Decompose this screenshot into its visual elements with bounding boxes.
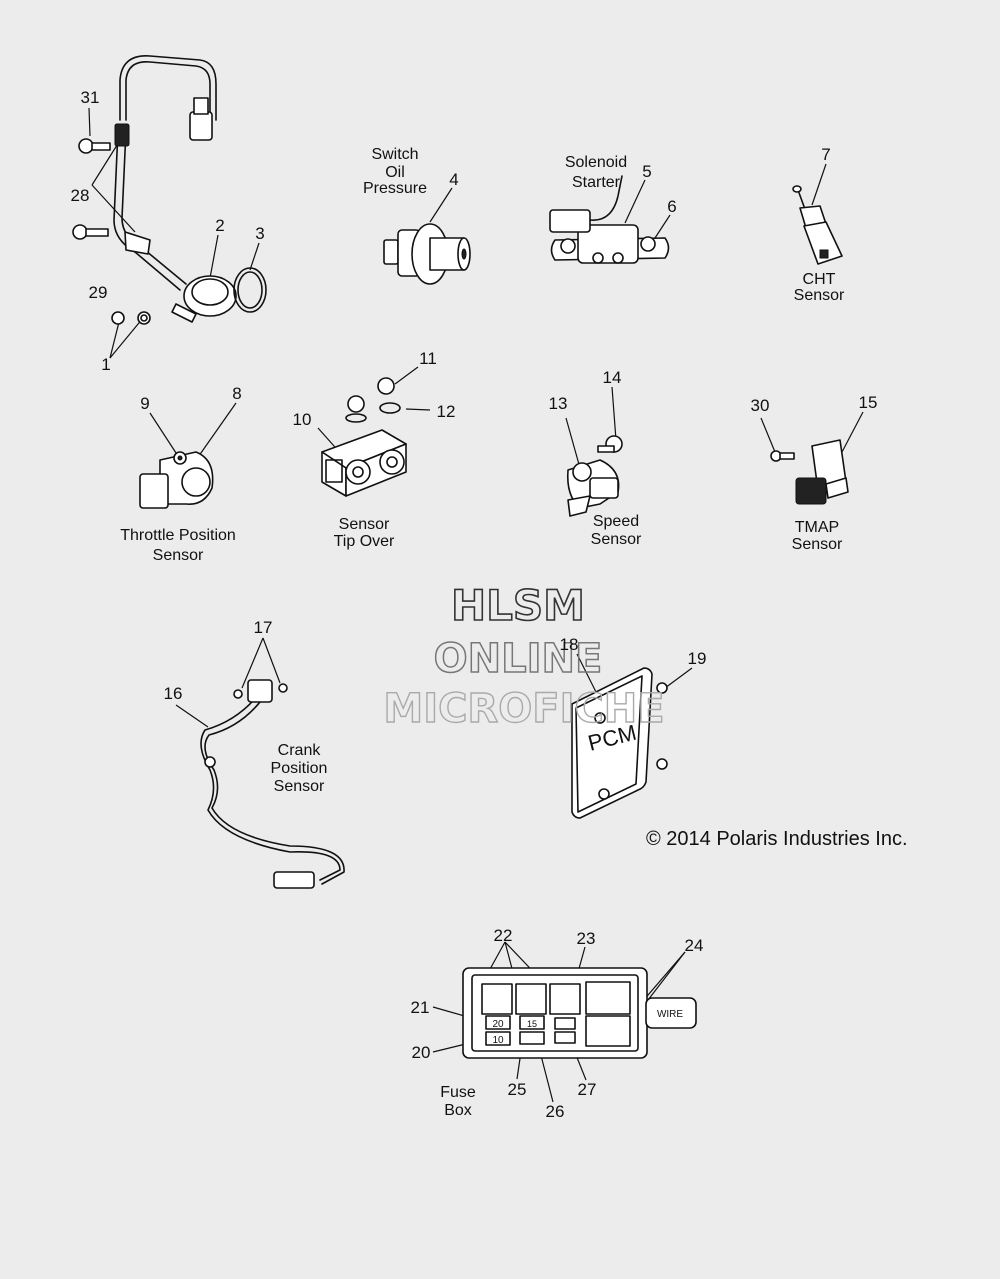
callout-30: 30 — [751, 396, 770, 415]
oxygen-sensor-harness — [72, 55, 267, 325]
starter-solenoid — [549, 175, 670, 264]
caption-crank-2: Position — [271, 760, 328, 777]
callout-13: 13 — [549, 394, 568, 413]
caption-tmap-1: TMAP — [795, 519, 839, 536]
caption-crank-3: Sensor — [274, 778, 325, 795]
caption-oil-pressure-3: Pressure — [363, 180, 427, 197]
callout-7: 7 — [821, 145, 830, 164]
crank-position-sensor — [200, 679, 345, 889]
callout-14: 14 — [603, 368, 622, 387]
callout-27: 27 — [578, 1080, 597, 1099]
caption-oil-pressure-1: Switch — [371, 146, 418, 163]
callout-31: 31 — [81, 88, 100, 107]
oil-pressure-switch — [383, 223, 471, 285]
caption-starter-1: Solenoid — [565, 154, 627, 171]
callout-24: 24 — [685, 936, 704, 955]
callout-22: 22 — [494, 926, 513, 945]
throttle-position-sensor — [139, 451, 214, 509]
callout-25: 25 — [508, 1080, 527, 1099]
callout-18: 18 — [560, 635, 579, 654]
callout-1: 1 — [101, 355, 110, 374]
caption-tmap-2: Sensor — [792, 536, 843, 553]
speed-sensor — [566, 435, 623, 517]
callout-4: 4 — [449, 170, 458, 189]
caption-tip-over-1: Sensor — [339, 516, 390, 533]
callout-17: 17 — [254, 618, 273, 637]
caption-oil-pressure-2: Oil — [385, 164, 405, 181]
pcm-module: PCM — [571, 667, 668, 819]
callout-10: 10 — [293, 410, 312, 429]
tmap-sensor — [770, 439, 849, 505]
callout-numbers: 1 2 3 4 5 6 7 8 9 10 11 12 13 14 15 16 1… — [71, 88, 878, 1121]
fuse-20-label: 20 — [492, 1019, 504, 1030]
tip-over-sensor — [321, 377, 407, 497]
callout-29: 29 — [89, 283, 108, 302]
cht-sensor — [792, 185, 843, 265]
wire-label: WIRE — [657, 1009, 683, 1020]
fuse-15-label: 15 — [527, 1019, 537, 1029]
caption-speed-1: Speed — [593, 513, 639, 530]
callout-26: 26 — [546, 1102, 565, 1121]
callout-3: 3 — [255, 224, 264, 243]
caption-throttle-2: Sensor — [153, 547, 204, 564]
caption-tip-over-2: Tip Over — [334, 533, 395, 550]
watermark-line1: HLSM — [451, 581, 585, 630]
part-captions: Switch Oil Pressure Solenoid Starter CHT… — [120, 146, 845, 1119]
callout-9: 9 — [140, 394, 149, 413]
watermark-line2: ONLINE — [434, 636, 603, 682]
caption-throttle-1: Throttle Position — [120, 527, 236, 544]
caption-starter-2: Starter — [572, 174, 621, 191]
fuse-box: WIRE 20 10 15 — [462, 967, 697, 1059]
caption-fuse-box-2: Box — [444, 1102, 472, 1119]
caption-speed-2: Sensor — [591, 531, 642, 548]
copyright-notice: © 2014 Polaris Industries Inc. — [646, 828, 908, 850]
callout-11: 11 — [419, 349, 437, 368]
callout-19: 19 — [688, 649, 707, 668]
callout-5: 5 — [642, 162, 651, 181]
caption-fuse-box-1: Fuse — [440, 1084, 476, 1101]
callout-8: 8 — [232, 384, 241, 403]
callout-15: 15 — [859, 393, 878, 412]
caption-cht-1: CHT — [803, 271, 836, 288]
callout-6: 6 — [667, 197, 676, 216]
callout-16: 16 — [164, 684, 183, 703]
fuse-10-label: 10 — [492, 1035, 504, 1046]
callout-2: 2 — [215, 216, 224, 235]
callout-20: 20 — [412, 1043, 431, 1062]
watermark: HLSM ONLINE MICROFICHE — [383, 580, 666, 733]
caption-cht-2: Sensor — [794, 287, 845, 304]
callout-12: 12 — [437, 402, 456, 421]
watermark-line3: MICROFICHE — [383, 686, 664, 732]
callout-28: 28 — [71, 186, 90, 205]
caption-crank-1: Crank — [278, 742, 322, 759]
callout-23: 23 — [577, 929, 596, 948]
callout-21: 21 — [411, 998, 430, 1017]
